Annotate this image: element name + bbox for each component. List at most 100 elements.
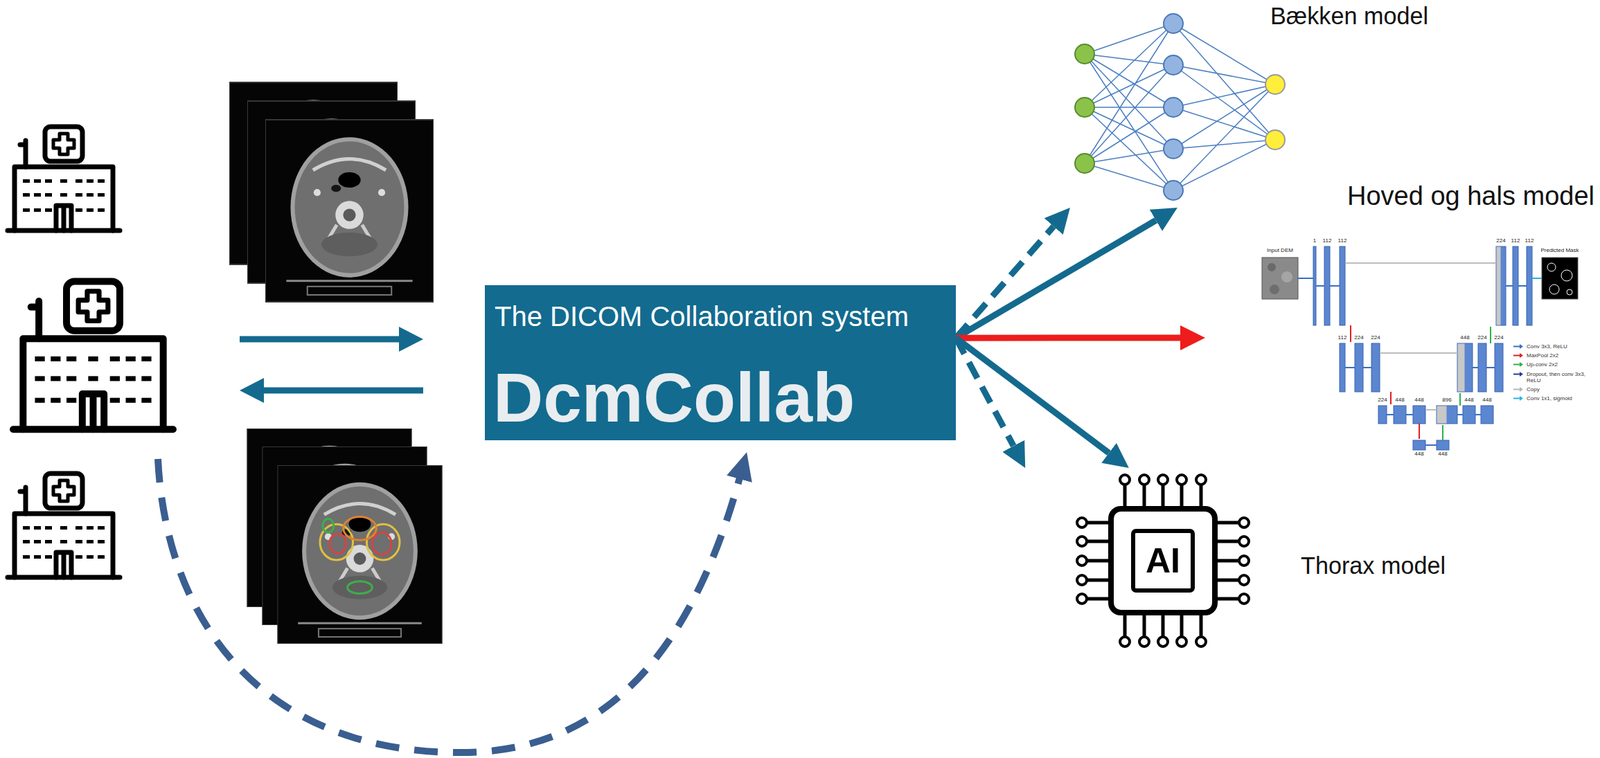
ai-chip-icon: [1086, 522, 1111, 600]
ai-chip-icon: [1196, 637, 1206, 647]
system-box: The DICOM Collaboration systemDcmCollab: [484, 285, 956, 441]
exchange-arrows: [239, 326, 424, 404]
legend-text: Dropout, then conv 3x3, ReLU: [1526, 371, 1595, 384]
unet-diagram: [1371, 343, 1380, 393]
unet-diagram: [1496, 246, 1506, 326]
ai-chip-icon: [1077, 536, 1087, 547]
neural-net-icon: [1074, 153, 1095, 174]
neural-net-icon: [1163, 180, 1184, 201]
connector-arrow: [955, 338, 1109, 453]
unet-label: 448: [1437, 451, 1447, 458]
ai-chip-icon: [1077, 556, 1087, 566]
unet-diagram: [1478, 343, 1487, 393]
unet-label: 224: [1494, 335, 1504, 342]
legend-sample: [1519, 396, 1524, 402]
unet-diagram: [1324, 246, 1330, 326]
connector-arrow: [955, 338, 1014, 447]
ct-contour-stack: [246, 428, 442, 645]
legend-row: Dropout, then conv 3x3, ReLU: [1512, 371, 1595, 384]
ai-chip-icon: [1120, 637, 1130, 647]
unet-diagram: [1313, 246, 1533, 451]
ai-chip-icon: [1239, 594, 1249, 604]
unet-diagram: [1281, 271, 1293, 283]
unet-diagram: [1566, 289, 1573, 296]
neural-net-icon: [1074, 97, 1095, 118]
ct-image-stack: [265, 119, 434, 302]
unet-diagram: [1442, 326, 1491, 441]
model-node: Thorax model: [1018, 468, 1490, 662]
unet-diagram: [1313, 246, 1317, 326]
unet-diagram: [1269, 284, 1280, 295]
unet-diagram: [1393, 405, 1407, 424]
unet-label: 224: [1377, 397, 1387, 404]
hospital-icons: [7, 126, 120, 231]
system-subtitle: The DICOM Collaboration system: [494, 300, 909, 333]
unet-diagram: [1345, 367, 1495, 369]
legend-sample: [1513, 355, 1521, 357]
legend-row: Copy: [1512, 386, 1595, 393]
exchange-arrows: [398, 326, 424, 352]
unet-diagram: [1458, 344, 1465, 393]
neural-net-icon: [1074, 44, 1095, 64]
neural-net-icon: [1265, 130, 1285, 150]
unet-label: 448: [1482, 397, 1492, 404]
neural-net-icon: [1084, 23, 1276, 191]
ai-chip-icon: [1120, 475, 1130, 485]
unet-diagram: [1354, 343, 1364, 393]
unet-diagram: [1345, 263, 1497, 411]
legend-text: Conv 3x3, ReLU: [1526, 343, 1595, 350]
unet-diagram: [1261, 257, 1299, 300]
unet-diagram: [1436, 405, 1458, 424]
unet-diagram: [1386, 414, 1481, 446]
unet-diagram: [1480, 405, 1494, 424]
unet-diagram: [1350, 325, 1420, 440]
exchange-arrows: [262, 387, 424, 395]
unet-diagram: [1532, 277, 1542, 280]
ai-chip-icon: [1214, 522, 1240, 600]
legend-sample: [1513, 398, 1521, 400]
legend-sample: [1512, 343, 1524, 350]
unet-diagram: [1345, 263, 1497, 411]
ai-chip-icon: [1077, 475, 1249, 647]
ai-chip-icon: [1077, 594, 1087, 604]
legend-text: MaxPool 2x2: [1526, 352, 1595, 359]
ai-chip-icon: [1176, 637, 1187, 647]
legend-sample: [1513, 364, 1521, 366]
dashed-upload-arrow: [157, 459, 740, 753]
unet-label: 448: [1414, 451, 1424, 458]
unet-diagram: [1541, 257, 1578, 300]
unet-diagram: [1547, 263, 1573, 296]
unet-diagram: [1549, 284, 1560, 295]
model-label: Thorax model: [1300, 552, 1446, 580]
legend-sample: [1512, 371, 1524, 378]
legend-sample: [1512, 395, 1524, 402]
model-node: Bækken model: [1059, 1, 1490, 208]
unet-diagram: [1412, 405, 1426, 424]
ai-chip-icon: [1139, 475, 1150, 485]
chip-label: AI: [1145, 542, 1181, 581]
unet-label: 112: [1338, 238, 1348, 245]
unet-diagram: [1496, 247, 1501, 326]
ai-chip-icon: [1176, 475, 1187, 485]
connector-arrow: [955, 335, 1181, 342]
ai-chip-icon: [1086, 484, 1240, 638]
ai-chip-icon: [1239, 556, 1249, 566]
ai-chip-icon: [1110, 509, 1215, 613]
legend-row: Conv 1x1, sigmoid: [1512, 395, 1595, 402]
connector-arrow: [955, 220, 1157, 339]
unet-diagram: [1378, 405, 1387, 424]
unet-label: 112: [1322, 238, 1332, 245]
model-label: Hoved og hals model: [1347, 181, 1595, 212]
connector-arrow: [955, 226, 1054, 339]
unet-diagram: [1462, 405, 1476, 424]
legend-text: Conv 1x1, sigmoid: [1526, 395, 1595, 402]
neural-net-icon: [1074, 44, 1095, 174]
ai-chip-icon: [1158, 475, 1168, 485]
unet-label: 224: [1477, 335, 1487, 342]
unet-label: Input DEM: [1266, 247, 1294, 255]
legend-sample: [1513, 346, 1521, 348]
exchange-arrows: [239, 378, 264, 404]
legend-sample: [1519, 362, 1524, 368]
ai-chip-icon: [1077, 575, 1087, 586]
